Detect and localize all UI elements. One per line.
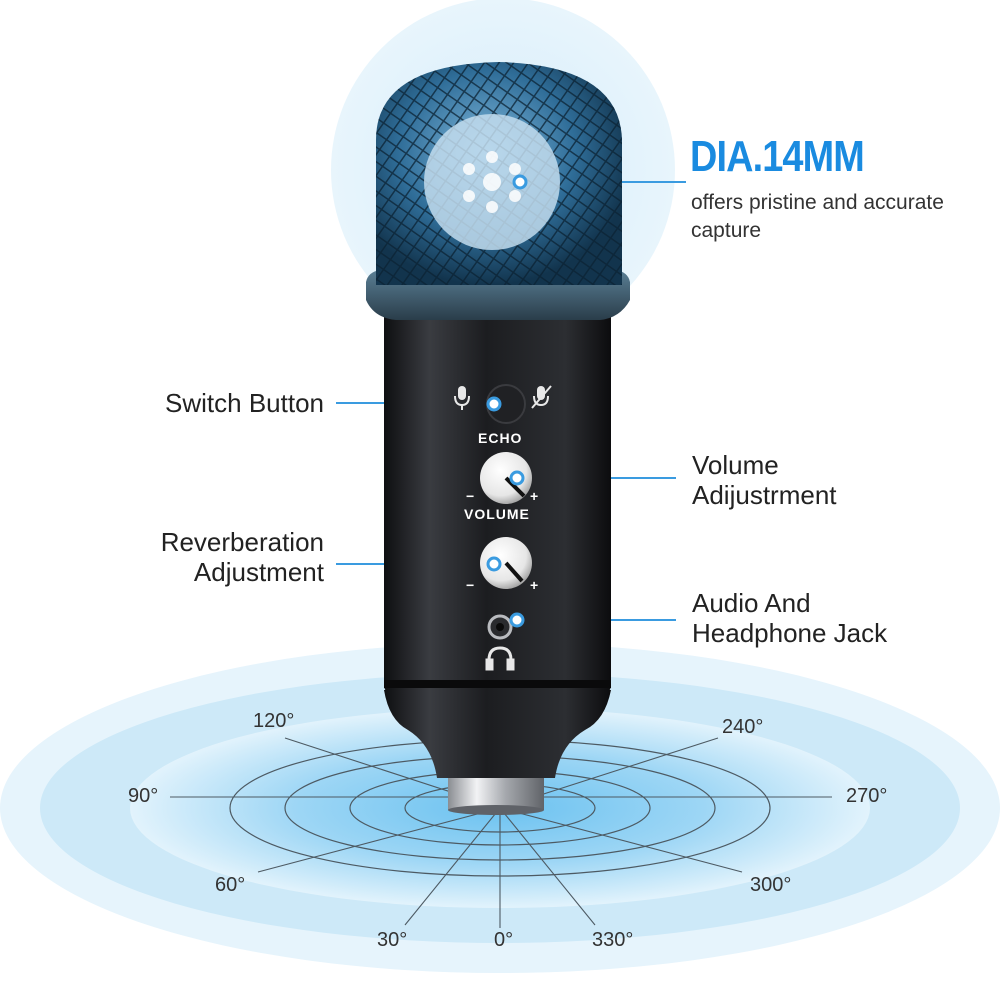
control-panel: [454, 384, 552, 671]
echo-minus: −: [466, 577, 476, 593]
volume-label: VOLUME: [464, 506, 530, 522]
angle-330: 330°: [592, 929, 634, 951]
volume-label-line2: Adijustrment: [692, 480, 837, 510]
angle-0: 0°: [494, 929, 514, 951]
headline-subtitle: offers pristine and accurate capture: [691, 191, 944, 242]
volume-minus: −: [466, 488, 476, 504]
volume-label-line1: Volume: [692, 450, 779, 480]
jack-label-line1: Audio And: [692, 588, 811, 618]
mic-grille: [376, 62, 622, 285]
mic-lower-taper: [384, 690, 611, 778]
angle-240: 240°: [722, 716, 764, 738]
angle-270: 270°: [846, 785, 888, 807]
angle-120: 120°: [253, 710, 295, 732]
headline-title: DIA.14MM: [690, 132, 865, 181]
jack-label-line2: Headphone Jack: [692, 618, 888, 648]
angle-90: 90°: [128, 785, 159, 807]
mic-mute-icon: [531, 385, 552, 409]
microphone-icon: [454, 386, 470, 410]
volume-plus: +: [530, 488, 540, 504]
reverb-label-line2: Adjustment: [193, 557, 324, 587]
echo-label: ECHO: [478, 430, 523, 446]
angle-60: 60°: [215, 874, 246, 896]
switch-button-label: Switch Button: [165, 388, 324, 418]
angle-300: 300°: [750, 874, 792, 896]
echo-plus: +: [530, 577, 540, 593]
headphones-icon: [485, 646, 515, 671]
reverb-label-line1: Reverberation: [160, 527, 324, 557]
angle-30: 30°: [377, 929, 408, 951]
